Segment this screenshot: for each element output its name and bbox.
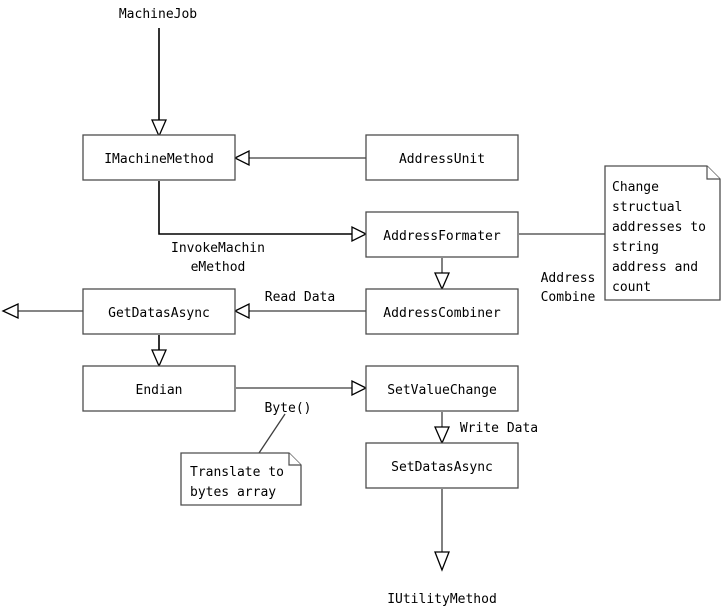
- note-address-line-1: Change: [612, 180, 659, 195]
- connector-setvaluechange-to-setdatasasync: [434, 412, 450, 445]
- connector-bytesnote-anchor: [258, 413, 286, 454]
- connector-getdatasasync-to-left-exit: [1, 302, 83, 320]
- endpoint-label-iutilitymethod: IUtilityMethod: [387, 592, 497, 607]
- node-endian-label: Endian: [136, 383, 183, 398]
- connector-addressformater-to-addresscombiner: [434, 258, 450, 291]
- note-address-line-4: string: [612, 240, 659, 255]
- edge-label-invokemachinemethod-line1: InvokeMachin: [171, 241, 265, 256]
- connector-imachinemethod-to-addressformater: [158, 181, 368, 243]
- connector-setdatasasync-to-iutilitymethod: [434, 489, 450, 572]
- node-setdatasasync[interactable]: SetDatasAsync: [365, 442, 519, 489]
- node-addressformater[interactable]: AddressFormater: [365, 211, 519, 258]
- edge-label-write-data: Write Data: [460, 421, 538, 436]
- note-address-line-2: structual: [612, 200, 682, 215]
- edge-label-address-combine-line2: Combine: [541, 290, 596, 305]
- node-setdatasasync-label: SetDatasAsync: [391, 460, 493, 475]
- node-endian[interactable]: Endian: [82, 365, 236, 412]
- node-imachinemethod[interactable]: IMachineMethod: [82, 134, 236, 181]
- node-addresscombiner-label: AddressCombiner: [383, 306, 501, 321]
- note-address-line-6: count: [612, 280, 651, 295]
- connector-getdatasasync-to-endian: [151, 335, 167, 368]
- node-addressunit[interactable]: AddressUnit: [365, 134, 519, 181]
- connector-machinejob-to-imachinemethod: [151, 28, 167, 138]
- connector-addressunit-to-imachinemethod: [233, 149, 366, 167]
- note-translate-line-1: Translate to: [190, 465, 284, 480]
- connector-addresscombiner-to-getdatasasync: [233, 302, 366, 320]
- connector-endian-to-setvaluechange: [236, 379, 368, 397]
- edge-label-read-data: Read Data: [265, 290, 335, 305]
- edge-label-byte-call: Byte(): [265, 401, 312, 416]
- edge-label-invokemachinemethod-line2: eMethod: [191, 260, 246, 275]
- node-addressunit-label: AddressUnit: [399, 152, 485, 167]
- node-addressformater-label: AddressFormater: [383, 229, 501, 244]
- note-address-transform: Change structual addresses to string add…: [604, 165, 721, 301]
- note-translate-line-2: bytes array: [190, 485, 276, 500]
- edge-label-address-combine-line1: Address: [541, 271, 596, 286]
- endpoint-label-machinejob: MachineJob: [119, 7, 197, 22]
- node-getdatasasync[interactable]: GetDatasAsync: [82, 288, 236, 335]
- node-imachinemethod-label: IMachineMethod: [104, 152, 214, 167]
- node-addresscombiner[interactable]: AddressCombiner: [365, 288, 519, 335]
- note-translate-bytes: Translate to bytes array: [180, 452, 302, 506]
- node-setvaluechange-label: SetValueChange: [387, 383, 497, 398]
- note-address-line-5: address and: [612, 260, 698, 275]
- node-setvaluechange[interactable]: SetValueChange: [365, 365, 519, 412]
- note-address-line-3: addresses to: [612, 220, 706, 235]
- node-getdatasasync-label: GetDatasAsync: [108, 306, 210, 321]
